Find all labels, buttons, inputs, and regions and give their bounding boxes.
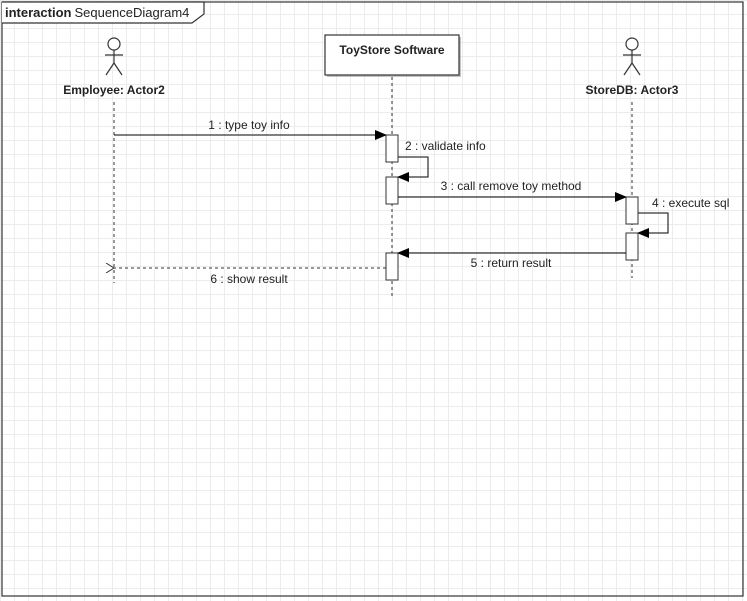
activation-software-3[interactable] <box>385 252 399 281</box>
self-message-arrow <box>397 156 429 182</box>
message-3[interactable]: 3 : call remove toy method <box>398 179 627 202</box>
message-label: 5 : return result <box>471 256 552 270</box>
frame-name: SequenceDiagram4 <box>74 5 189 20</box>
message-2[interactable]: 2 : validate info <box>397 139 486 182</box>
self-message-arrow <box>637 212 669 238</box>
activation-software-1[interactable] <box>385 134 399 163</box>
activation-software-2[interactable] <box>385 176 399 205</box>
message-5[interactable]: 5 : return result <box>397 248 626 270</box>
message-1[interactable]: 1 : type toy info <box>114 118 387 140</box>
message-label: 3 : call remove toy method <box>441 179 582 193</box>
activation-storedb-1[interactable] <box>625 196 639 225</box>
lifeline-software[interactable]: ToyStore Software <box>324 34 461 296</box>
activation-storedb-2[interactable] <box>625 232 639 261</box>
actor-label-storedb: StoreDB: Actor3 <box>586 83 679 97</box>
object-box-software <box>324 34 460 76</box>
message-label: 2 : validate info <box>405 139 486 153</box>
actor-stick-figure-icon <box>105 37 123 76</box>
message-label: 6 : show result <box>210 272 288 286</box>
lifeline-employee[interactable]: Employee: Actor2 <box>63 37 165 283</box>
actor-label-employee: Employee: Actor2 <box>63 83 165 97</box>
actor-stick-figure-icon <box>623 37 641 76</box>
message-label: 4 : execute sql <box>652 196 729 210</box>
frame-keyword: interaction <box>5 5 72 20</box>
activation-bars <box>385 134 639 281</box>
message-label: 1 : type toy info <box>208 118 290 132</box>
message-6[interactable]: 6 : show result <box>114 268 386 286</box>
message-4[interactable]: 4 : execute sql <box>637 196 729 238</box>
object-label-software: ToyStore Software <box>339 43 444 57</box>
